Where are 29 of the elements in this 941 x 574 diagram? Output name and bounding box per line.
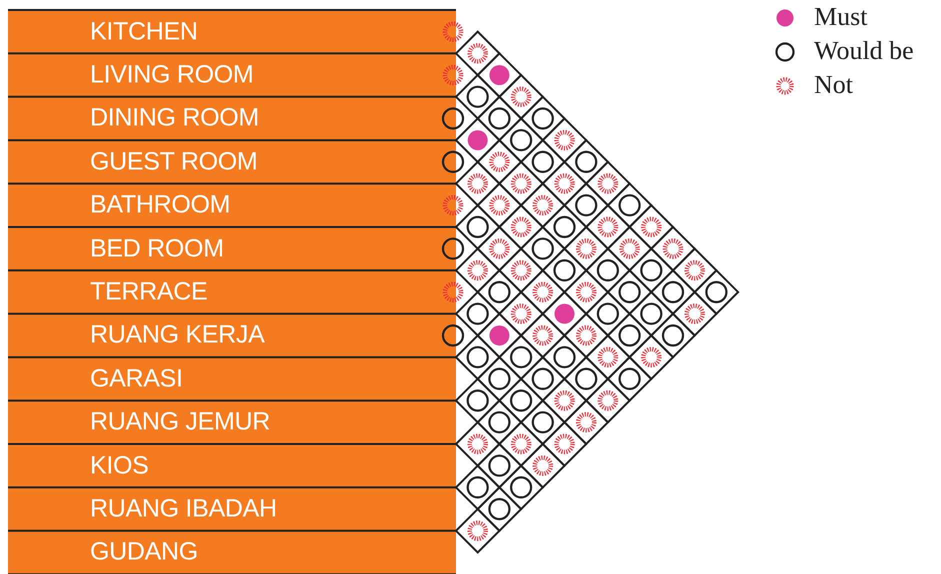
room-bar [8,96,456,140]
room-bar [8,227,456,270]
room-bar [8,10,456,54]
room-label: BED ROOM [90,234,224,264]
room-bar [8,53,456,97]
legend-label: Would be [814,36,914,66]
room-label: BATHROOM [90,190,230,220]
room-label: RUANG IBADAH [90,494,277,524]
room-label: DINING ROOM [90,104,259,133]
room-label: KITCHEN [90,17,198,46]
room-bar [8,140,456,184]
room-label: KIOS [90,451,149,480]
room-label: TERRACE [90,278,208,307]
room-bar [8,487,456,531]
room-label: RUANG JEMUR [90,408,270,437]
legend-label: Not [814,70,853,100]
room-label: GUDANG [90,538,198,567]
room-bar [8,444,456,488]
room-bar [8,400,456,444]
room-label: LIVING ROOM [90,60,254,90]
room-bar [8,357,456,401]
room-bar [8,314,456,358]
room-label: GARASI [90,364,183,394]
room-bar [8,270,456,314]
room-bar [8,184,456,227]
room-label: RUANG KERJA [90,320,265,350]
room-bar [8,530,456,574]
room-label: GUEST ROOM [90,147,258,176]
legend-label: Must [814,2,868,32]
